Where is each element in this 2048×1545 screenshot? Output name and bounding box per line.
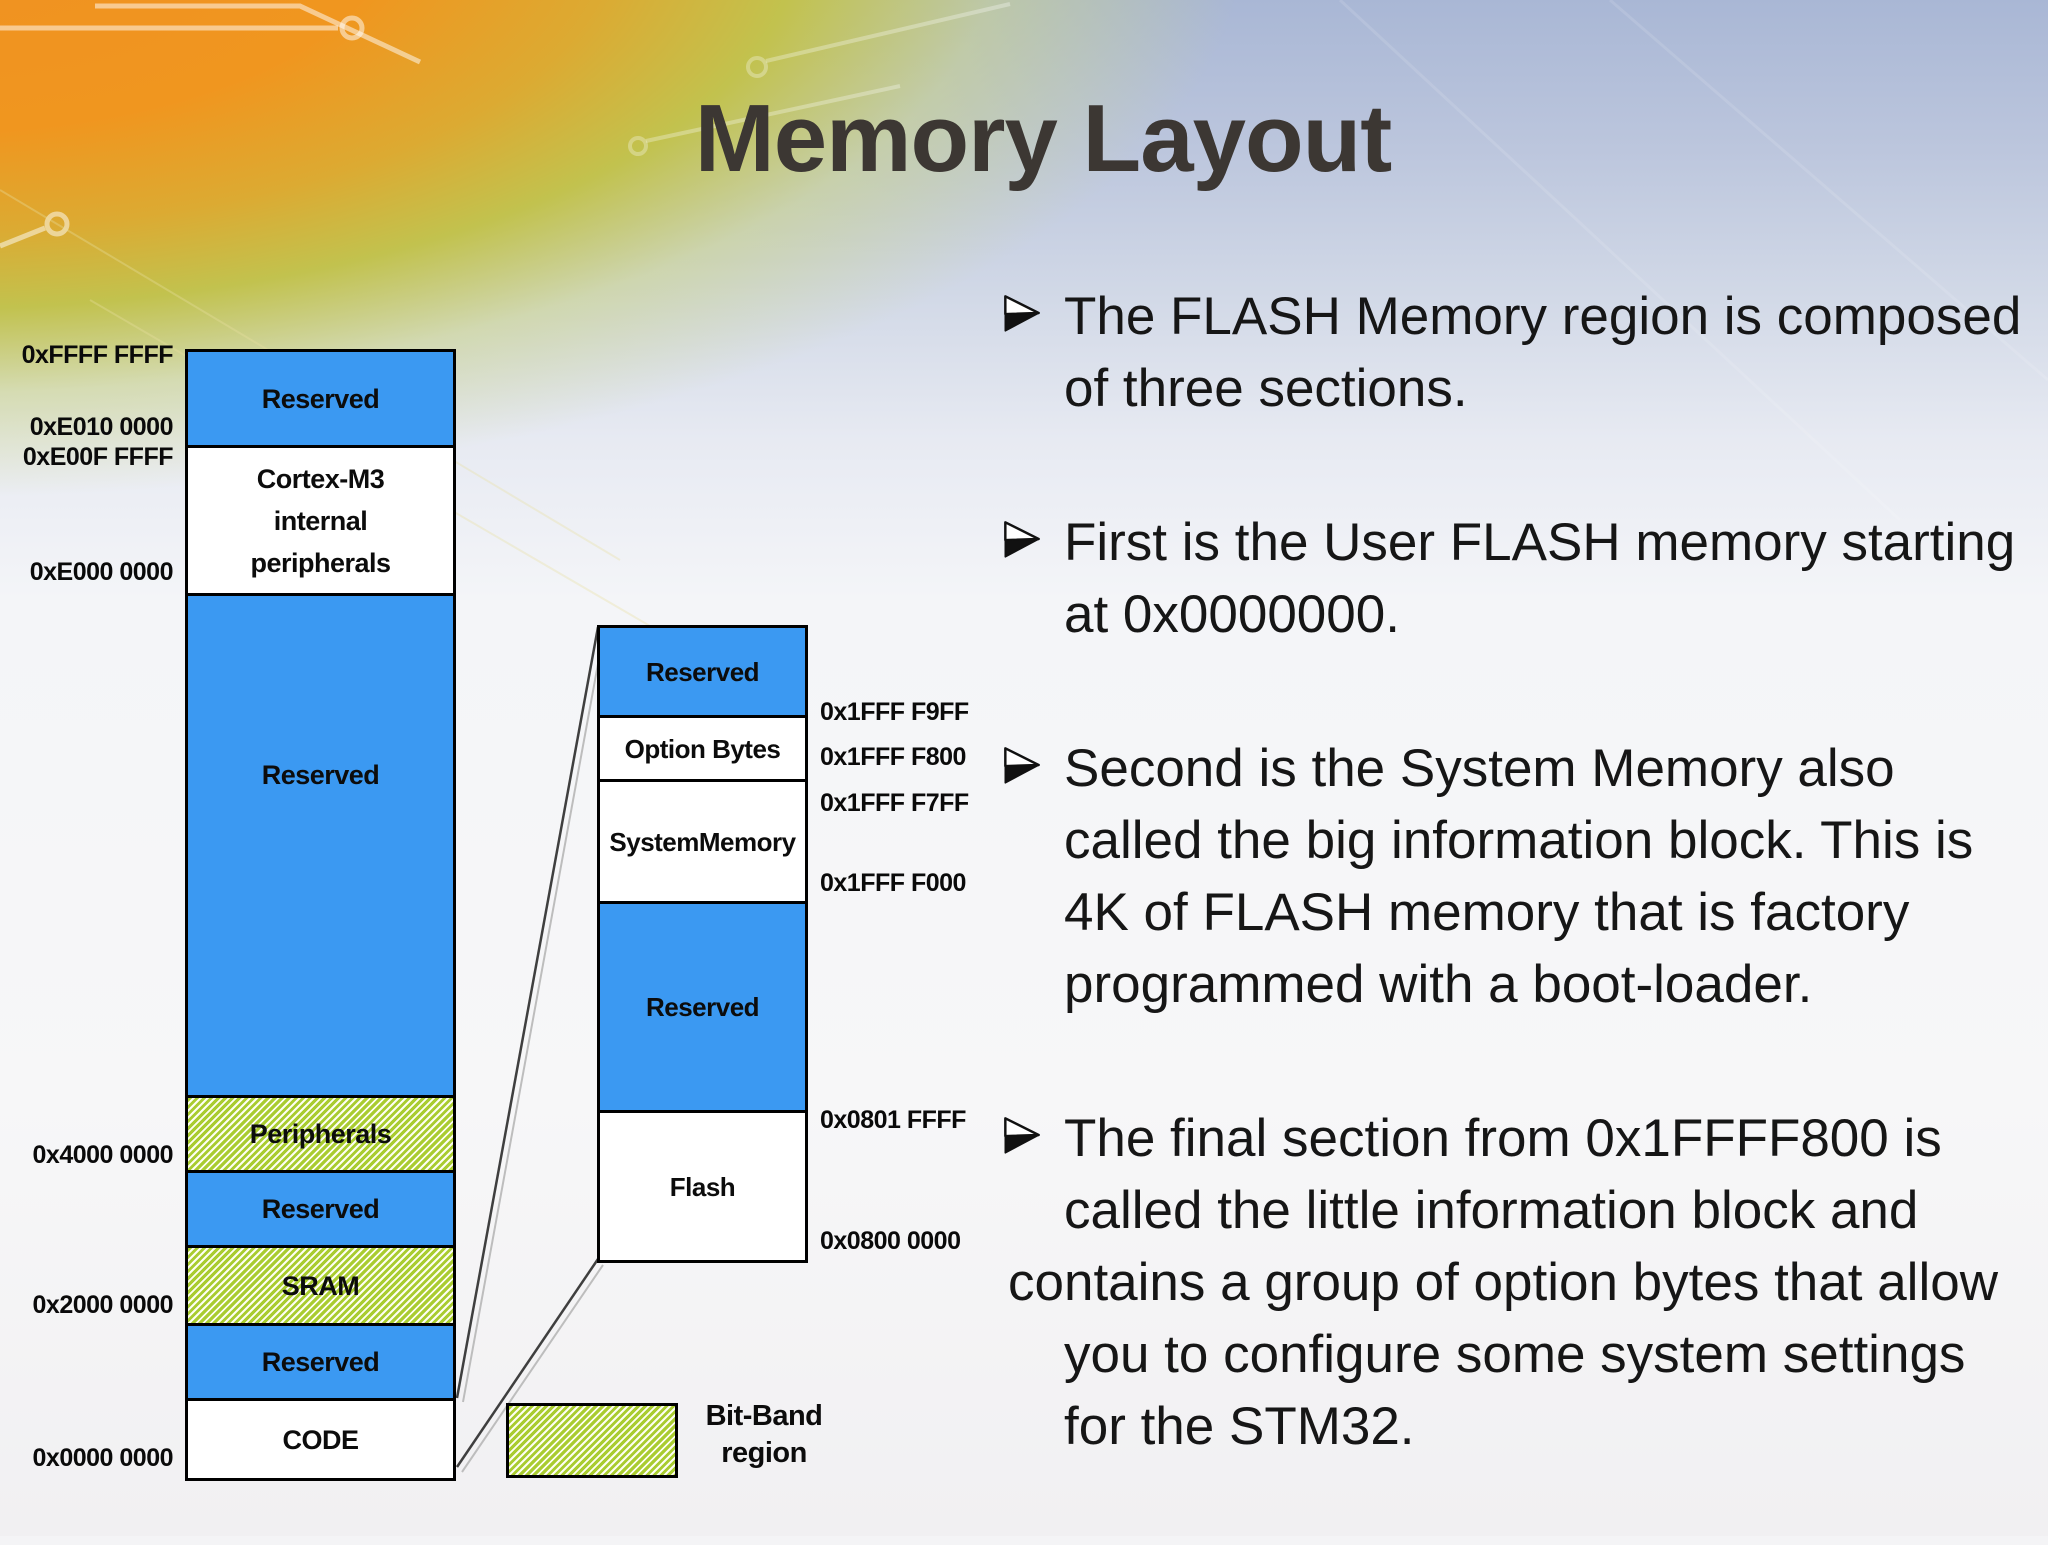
address-label: 0x1FFF F000 bbox=[820, 869, 966, 897]
bullet-line: at 0x0000000. bbox=[1064, 585, 1400, 644]
bullet-line: The FLASH Memory region is composed bbox=[1064, 287, 2022, 346]
address-label: 0x2000 0000 bbox=[32, 1291, 174, 1319]
address-label: 0x1FFF F9FF bbox=[820, 698, 969, 726]
bullet-arrow-icon bbox=[1004, 295, 1040, 332]
block-label: Reserved bbox=[261, 1194, 380, 1224]
bit-band-legend-swatch bbox=[506, 1403, 678, 1478]
address-label: 0xFFFF FFFF bbox=[21, 341, 174, 369]
block-label: Reserved bbox=[261, 760, 380, 790]
bullet-item: Second is the System Memory also called … bbox=[1000, 733, 2048, 1021]
block-label: Peripherals bbox=[249, 1119, 392, 1149]
block-label: SystemMemory bbox=[609, 826, 796, 857]
bullet-arrow-icon bbox=[1004, 747, 1040, 784]
block-label: Option Bytes bbox=[624, 733, 781, 764]
block-label: Reserved bbox=[645, 656, 760, 687]
memory-block-peripherals: Peripherals bbox=[185, 1095, 456, 1173]
memory-block-reserved-top: Reserved bbox=[185, 349, 456, 448]
bullet-line: First is the User FLASH memory starting bbox=[1064, 513, 2016, 572]
flash-block-reserved-top: Reserved bbox=[597, 625, 808, 718]
memory-block-sram: SRAM bbox=[185, 1245, 456, 1326]
address-label: 0x1FFF F800 bbox=[820, 743, 966, 771]
bullet-line: you to configure some system settings bbox=[1064, 1325, 1966, 1384]
memory-block-reserved-big: Reserved bbox=[185, 593, 456, 1098]
block-label: Cortex-M3 internal peripherals bbox=[250, 463, 391, 578]
bullet-list: The FLASH Memory region is composed of t… bbox=[1000, 281, 2048, 1545]
flash-block-system-memory: SystemMemory bbox=[597, 779, 808, 904]
block-label: Reserved bbox=[645, 992, 760, 1022]
address-label: 0xE010 0000 bbox=[29, 413, 174, 441]
flash-block-reserved-low: Reserved bbox=[597, 901, 808, 1113]
bullet-line: Second is the System Memory also bbox=[1064, 739, 1895, 798]
block-label: Reserved bbox=[261, 1347, 380, 1377]
bullet-arrow-icon bbox=[1004, 521, 1040, 558]
memory-block-cortex-m3: Cortex-M3 internal peripherals bbox=[185, 445, 456, 596]
address-label: 0x0800 0000 bbox=[820, 1227, 961, 1255]
address-label: 0x0000 0000 bbox=[32, 1444, 174, 1472]
block-label: SRAM bbox=[281, 1270, 360, 1301]
flash-block-flash: Flash bbox=[597, 1110, 808, 1263]
memory-block-reserved-mid: Reserved bbox=[185, 1170, 456, 1248]
bullet-item: The FLASH Memory region is composed of t… bbox=[1000, 281, 2048, 425]
block-label: CODE bbox=[282, 1424, 359, 1455]
address-label: 0xE000 0000 bbox=[29, 558, 174, 586]
bullet-line: called the little information block and bbox=[1064, 1181, 1919, 1240]
memory-block-reserved-low: Reserved bbox=[185, 1323, 456, 1401]
flash-block-option-bytes: Option Bytes bbox=[597, 715, 808, 782]
bullet-line: programmed with a boot-loader. bbox=[1064, 955, 1813, 1014]
bullet-arrow-icon bbox=[1004, 1117, 1040, 1154]
bullet-item: The final section from 0x1FFFF800 is cal… bbox=[1000, 1103, 2048, 1463]
address-label: 0x4000 0000 bbox=[32, 1141, 174, 1169]
bullet-line: 4K of FLASH memory that is factory bbox=[1064, 883, 1910, 942]
bullet-line: of three sections. bbox=[1064, 359, 1468, 418]
block-label: Flash bbox=[669, 1171, 736, 1202]
bullet-line: The final section from 0x1FFFF800 is bbox=[1064, 1109, 1942, 1168]
memory-block-code: CODE bbox=[185, 1398, 456, 1481]
bullet-item: First is the User FLASH memory starting … bbox=[1000, 507, 2048, 651]
bullet-line: for the STM32. bbox=[1064, 1397, 1415, 1456]
bullet-line: contains a group of option bytes that al… bbox=[1008, 1253, 1998, 1312]
address-label: 0x0801 FFFF bbox=[820, 1106, 966, 1134]
address-label: 0x1FFF F7FF bbox=[820, 789, 969, 817]
address-label: 0xE00F FFFF bbox=[22, 443, 174, 471]
bullet-line: called the big information block. This i… bbox=[1064, 811, 1974, 870]
block-label: Reserved bbox=[261, 383, 380, 414]
page-title: Memory Layout bbox=[694, 85, 1392, 192]
bit-band-legend-label: Bit-Band region bbox=[705, 1400, 823, 1469]
